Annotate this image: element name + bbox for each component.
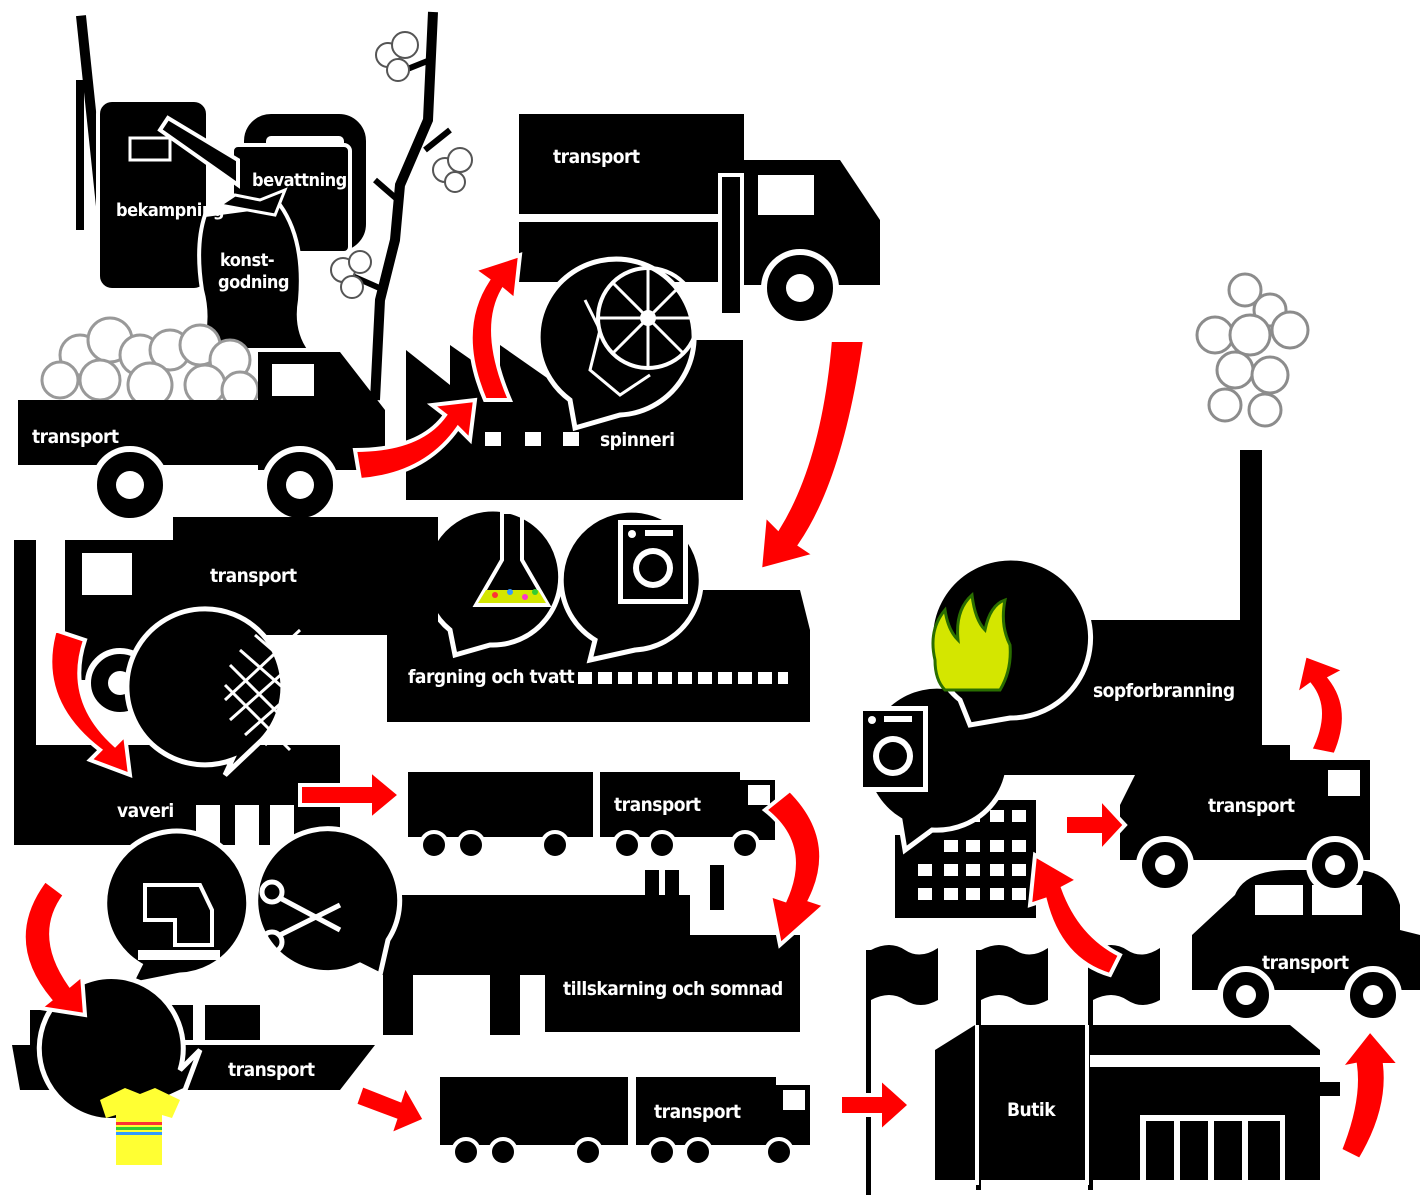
label-fargning-och-tvatt: fargning och tvatt [408,668,574,687]
sprayer-icon [76,15,208,290]
label-transport-trailer-mid: transport [614,796,701,815]
label-transport-trailer-bottom: transport [654,1103,741,1122]
semi-trailer-bottom-icon [440,1077,810,1165]
label-konstgodning-line2: godning [218,274,289,292]
label-transport-weave-truck: transport [210,567,297,586]
shop-icon [935,1025,1340,1185]
car-icon [1192,870,1420,1021]
label-transport-car: transport [1262,954,1349,973]
label-transport-garbage-truck: transport [1208,797,1295,816]
sewing-machine-icon [105,831,249,985]
label-tillskarning-och-somnad: tillskarning och somnad [563,980,783,999]
label-butik: Butik [1007,1101,1055,1120]
label-sopforbranning: sopforbranning [1093,682,1235,701]
label-bevattning: bevattning [252,172,347,190]
label-transport-pickup: transport [32,428,119,447]
label-bekampning: bekampning [116,202,224,220]
label-transport-top-truck: transport [553,148,640,167]
label-spinneri: spinneri [600,431,675,450]
scissors-icon [256,829,400,975]
label-transport-ship: transport [228,1061,315,1080]
garbage-truck-icon [1120,745,1370,891]
sewing-factory-icon [382,865,800,1035]
semi-trailer-icon [408,772,775,858]
label-konstgodning-line1: konst- [220,252,274,270]
label-vaveri: vaveri [117,802,174,821]
